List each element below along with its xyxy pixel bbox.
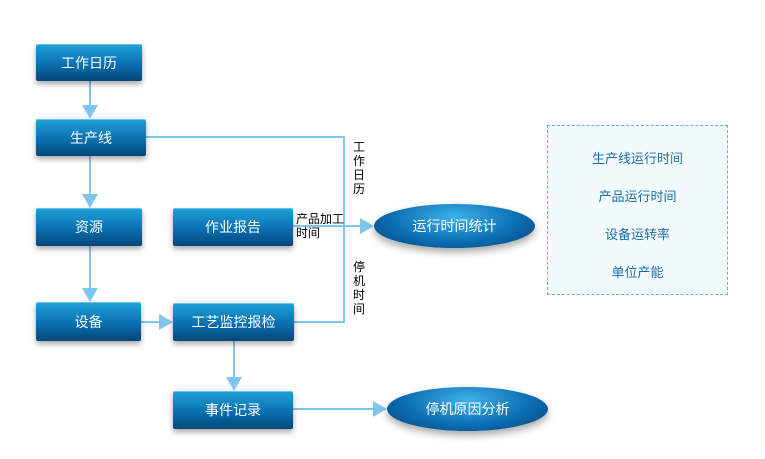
node-calendar[interactable]: 工作日历 xyxy=(36,44,142,81)
node-equipment-label: 设备 xyxy=(74,314,103,331)
node-runtime-stats-label: 运行时间统计 xyxy=(412,219,497,235)
node-resource[interactable]: 资源 xyxy=(36,208,142,246)
node-event-log[interactable]: 事件记录 xyxy=(173,391,293,429)
node-production-line-label: 生产线 xyxy=(70,130,112,147)
node-calendar-label: 工作日历 xyxy=(61,55,117,72)
metrics-panel: 生产线运行时间 产品运行时间 设备运转率 单位产能 xyxy=(547,125,728,295)
node-process-monitor[interactable]: 工艺监控报检 xyxy=(173,303,294,341)
node-downtime-analysis[interactable]: 停机原因分析 xyxy=(387,387,548,431)
node-production-line[interactable]: 生产线 xyxy=(36,119,146,156)
edge-label-calendar: 工作日历 xyxy=(352,140,365,196)
edge-monitor-runtime xyxy=(294,226,345,323)
node-equipment[interactable]: 设备 xyxy=(36,302,141,341)
node-event-log-label: 事件记录 xyxy=(205,403,261,419)
node-work-report[interactable]: 作业报告 xyxy=(173,208,293,246)
node-process-monitor-label: 工艺监控报检 xyxy=(191,315,276,331)
metric-unit-capacity: 单位产能 xyxy=(611,266,664,281)
metric-equipment-rate: 设备运转率 xyxy=(604,228,670,243)
node-downtime-analysis-label: 停机原因分析 xyxy=(425,402,510,418)
metric-product-runtime: 产品运行时间 xyxy=(598,190,677,205)
edge-line-runtime xyxy=(146,136,345,226)
edge-label-product-time: 产品加工时间 xyxy=(296,212,345,240)
edge-label-downtime: 停机时间 xyxy=(352,260,365,316)
node-runtime-stats[interactable]: 运行时间统计 xyxy=(374,204,535,248)
metric-line-runtime: 生产线运行时间 xyxy=(591,152,683,167)
node-resource-label: 资源 xyxy=(75,220,103,236)
node-work-report-label: 作业报告 xyxy=(205,220,261,236)
